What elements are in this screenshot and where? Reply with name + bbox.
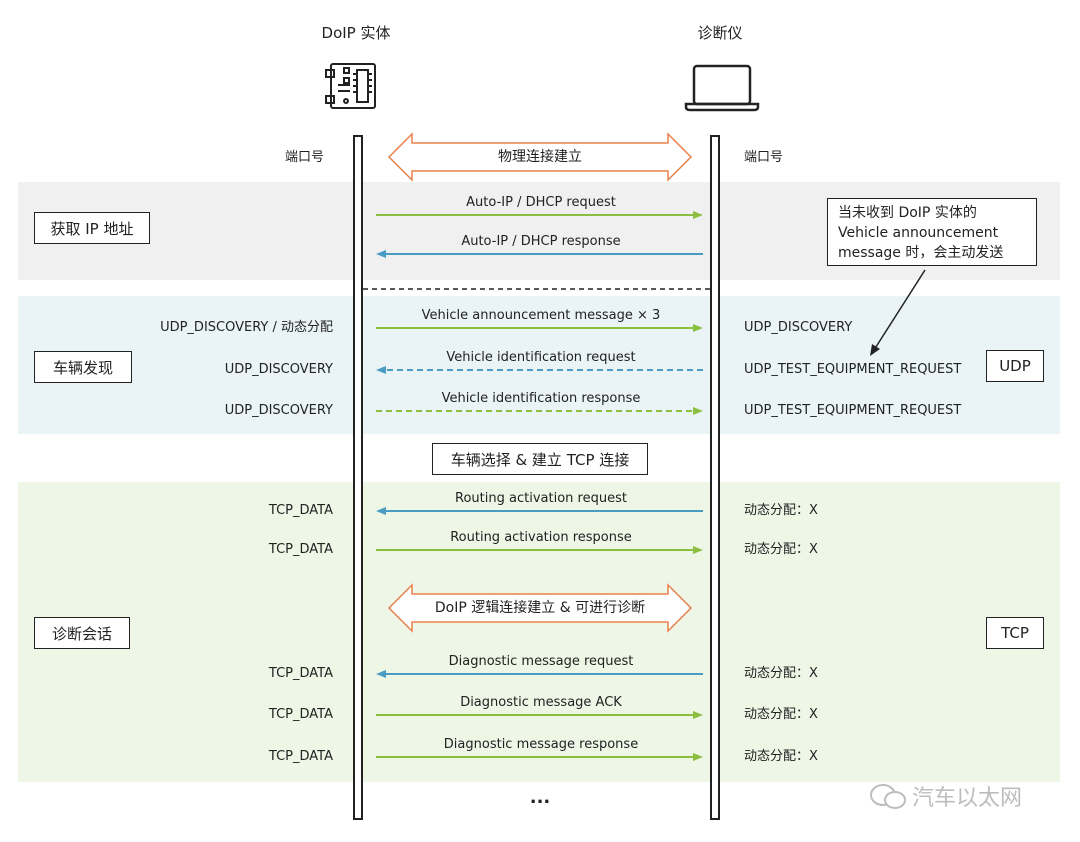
doip-entity-lifeline bbox=[353, 135, 363, 820]
tester-port-value: 动态分配：X bbox=[744, 666, 818, 681]
entity-port-value: TCP_DATA bbox=[268, 503, 333, 518]
entity-port-value: TCP_DATA bbox=[268, 707, 333, 722]
tester-port-value: 动态分配：X bbox=[744, 749, 818, 764]
ip-section-box: 获取 IP 地址 bbox=[34, 212, 150, 244]
right-port-label: 端口号 bbox=[744, 150, 784, 165]
tester-port-value: UDP_DISCOVERY bbox=[744, 320, 853, 335]
udp-tag: UDP bbox=[986, 350, 1044, 382]
callout-box: 当未收到 DoIP 实体的 Vehicle announcement messa… bbox=[827, 198, 1037, 266]
message-label: Auto-IP / DHCP response bbox=[461, 234, 621, 249]
left-port-label: 端口号 bbox=[285, 150, 325, 165]
session-section-box: 诊断会话 bbox=[34, 617, 130, 649]
logical-link-label: DoIP 逻辑连接建立 & 可进行诊断 bbox=[434, 600, 646, 616]
tester-port-value: 动态分配：X bbox=[744, 503, 818, 518]
callout-line-1: 当未收到 DoIP 实体的 bbox=[838, 205, 977, 221]
message-label: Auto-IP / DHCP request bbox=[466, 195, 616, 210]
callout-line-3: message 时，会主动发送 bbox=[838, 245, 1004, 261]
tester-port-value: UDP_TEST_EQUIPMENT_REQUEST bbox=[744, 362, 962, 377]
tester-port-value: 动态分配：X bbox=[744, 707, 818, 722]
message-label: Routing activation response bbox=[450, 530, 632, 545]
tester-lifeline bbox=[710, 135, 720, 820]
wechat-icon bbox=[870, 784, 906, 809]
message-label: Diagnostic message request bbox=[448, 654, 634, 669]
entity-port-value: TCP_DATA bbox=[268, 749, 333, 764]
callout-line-2: Vehicle announcement bbox=[838, 225, 999, 241]
watermark: 汽车以太网 bbox=[868, 780, 1022, 812]
physical-link-label: 物理连接建立 bbox=[498, 149, 582, 165]
message-label: Routing activation request bbox=[455, 491, 627, 506]
entity-port-value: TCP_DATA bbox=[268, 542, 333, 557]
message-label: Vehicle announcement message × 3 bbox=[421, 308, 661, 323]
message-label: Vehicle identification response bbox=[441, 391, 641, 406]
vehicle-select-box: 车辆选择 & 建立 TCP 连接 bbox=[432, 443, 648, 475]
message-label: Diagnostic message response bbox=[443, 737, 639, 752]
entity-port-value: TCP_DATA bbox=[268, 666, 333, 681]
tcp-tag: TCP bbox=[986, 617, 1044, 649]
entity-port-value: UDP_DISCOVERY bbox=[224, 403, 333, 418]
message-label: Diagnostic message ACK bbox=[460, 695, 622, 710]
tester-label: 诊断仪 bbox=[697, 24, 743, 42]
tester-port-value: 动态分配：X bbox=[744, 542, 818, 557]
message-label: Vehicle identification request bbox=[446, 350, 636, 365]
entity-port-value: UDP_DISCOVERY / 动态分配 bbox=[160, 320, 333, 335]
watermark-text: 汽车以太网 bbox=[912, 786, 1023, 811]
doip-entity-label: DoIP 实体 bbox=[321, 24, 391, 42]
entity-port-value: UDP_DISCOVERY bbox=[224, 362, 333, 377]
tester-port-value: UDP_TEST_EQUIPMENT_REQUEST bbox=[744, 403, 962, 418]
continuation-ellipsis: ... bbox=[529, 787, 551, 808]
discovery-section-box: 车辆发现 bbox=[34, 351, 132, 383]
